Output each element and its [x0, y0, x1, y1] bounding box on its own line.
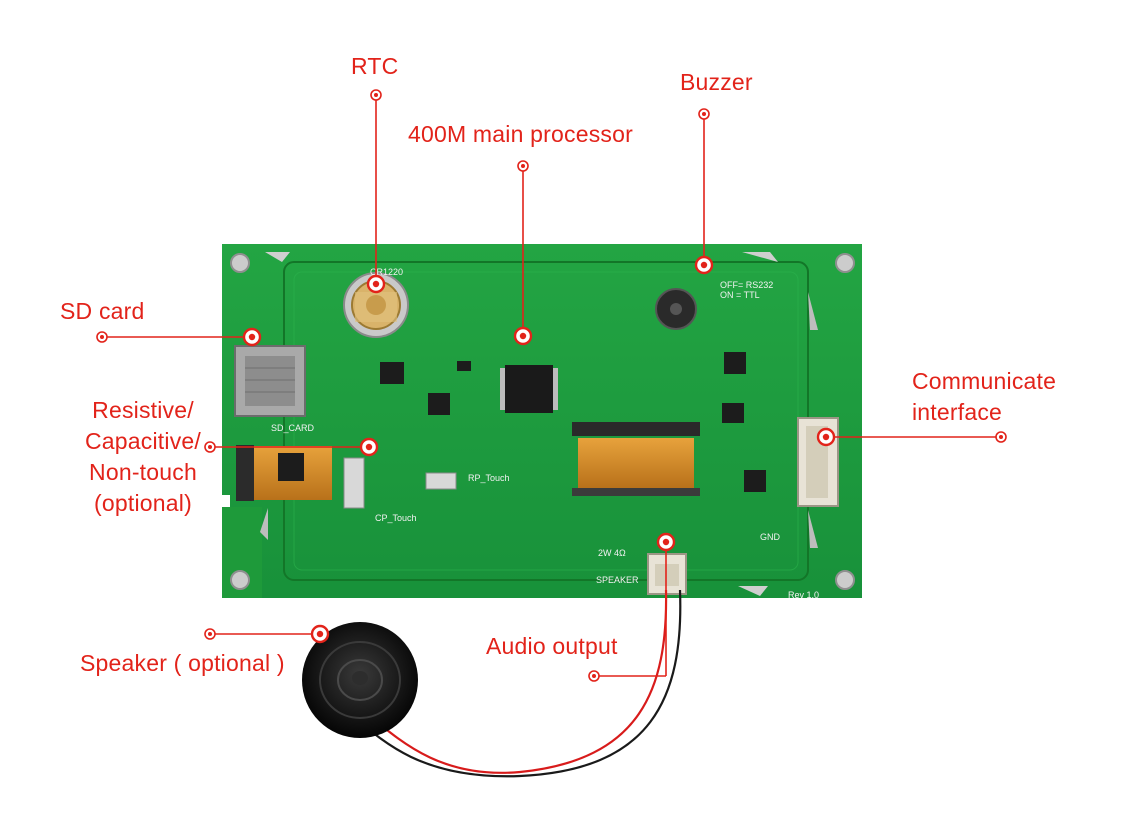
marker-audio-left: [588, 670, 600, 682]
mount-hole: [230, 570, 250, 590]
marker-processor: [513, 326, 533, 346]
marker-touch: [359, 437, 379, 457]
silk-battery: CR1220: [370, 267, 403, 277]
marker-audio: [656, 532, 676, 552]
label-communicate: Communicate interface: [912, 366, 1056, 428]
main-processor-chip: [500, 365, 558, 413]
pcb-board: [222, 244, 862, 598]
label-touch: Resistive/ Capacitive/ Non-touch (option…: [58, 395, 228, 519]
silk-rp-touch: RP_Touch: [468, 473, 510, 483]
marker-buzzer: [694, 255, 714, 275]
label-touch-line-1: Resistive/: [92, 397, 194, 423]
label-communicate-line-2: interface: [912, 399, 1003, 425]
label-touch-line-2: Capacitive/: [85, 428, 201, 454]
label-speaker: Speaker ( optional ): [80, 650, 285, 676]
label-processor: 400M main processor: [408, 121, 633, 147]
label-touch-line-3: Non-touch: [89, 459, 197, 485]
touch-flex-cable: [236, 445, 365, 509]
display-fpc-connector: [572, 422, 700, 496]
marker-rtc-top: [370, 89, 382, 101]
leader-lines: [102, 95, 1000, 677]
speaker-component: [302, 622, 418, 738]
marker-speaker: [310, 624, 330, 644]
silk-gnd: GND: [760, 532, 781, 542]
callout-markers: [96, 89, 1007, 682]
label-touch-line-4: (optional): [94, 490, 192, 516]
label-buzzer: Buzzer: [680, 69, 753, 95]
silk-cp-touch: CP_Touch: [375, 513, 417, 523]
label-sd-card: SD card: [60, 298, 145, 324]
label-audio-output: Audio output: [486, 633, 618, 659]
sd-card-slot: [234, 345, 306, 417]
marker-sd: [242, 327, 262, 347]
buzzer-component: [655, 288, 697, 330]
mount-hole: [230, 253, 250, 273]
silk-revision: Rev 1.0: [788, 590, 819, 600]
marker-processor-top: [517, 160, 529, 172]
silk-jumper-on: ON = TTL: [720, 290, 760, 300]
speaker-wires: [344, 589, 682, 778]
audio-connector: [647, 553, 687, 595]
marker-speaker-left: [204, 628, 216, 640]
marker-sd-left: [96, 331, 108, 343]
mount-hole: [835, 570, 855, 590]
label-communicate-line-1: Communicate: [912, 368, 1057, 394]
ic-components: [380, 352, 766, 492]
label-rtc: RTC: [351, 53, 399, 79]
marker-buzzer-top: [698, 108, 710, 120]
mount-hole: [835, 253, 855, 273]
marker-rtc: [366, 274, 386, 294]
silk-power: 2W 4Ω: [598, 548, 626, 558]
silk-jumper-off: OFF= RS232: [720, 280, 773, 290]
coin-cell-holder: [343, 272, 409, 338]
marker-comm: [816, 427, 836, 447]
marker-touch-left: [204, 441, 216, 453]
silk-speaker: SPEAKER: [596, 575, 639, 585]
silk-sd: SD_CARD: [271, 423, 315, 433]
marker-comm-right: [995, 431, 1007, 443]
